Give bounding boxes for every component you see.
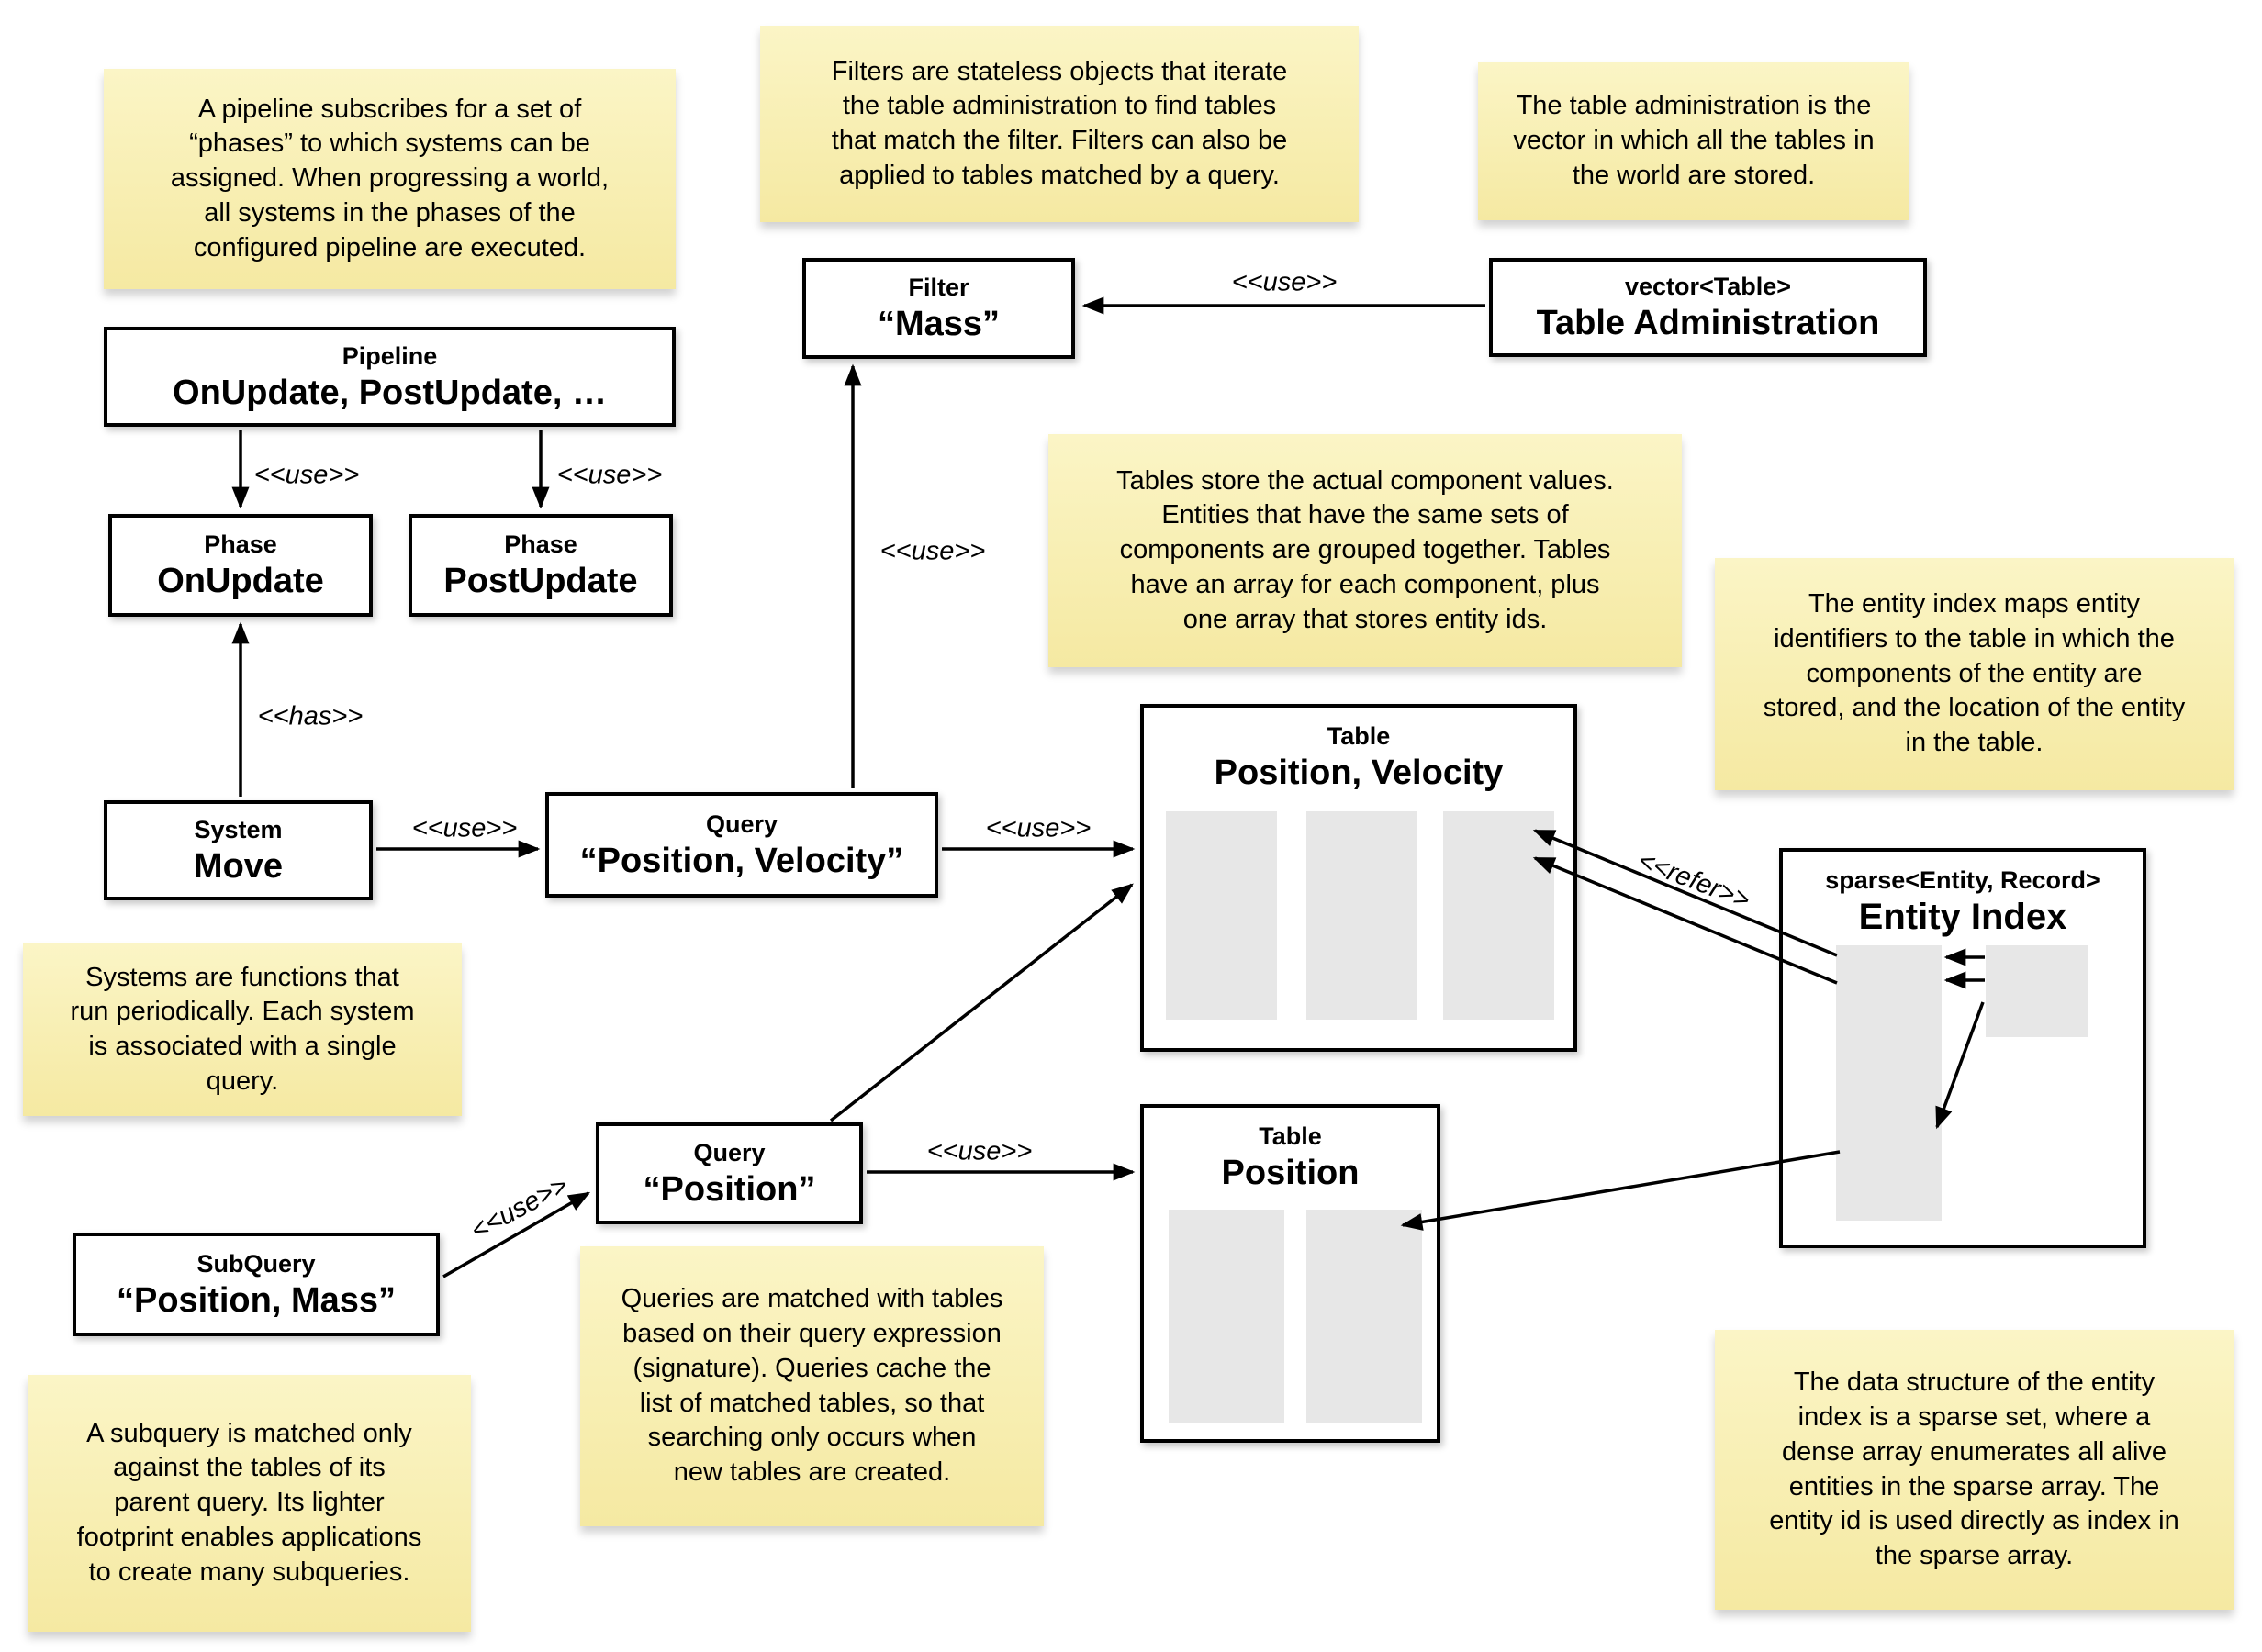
note-filters: Filters are stateless objects that itera… bbox=[760, 26, 1359, 222]
stereotype-use-querypos-tablepos: <<use>> bbox=[926, 1136, 1033, 1166]
box-query-position-velocity-title: “Position, Velocity” bbox=[579, 841, 904, 880]
box-table-position: Table Position bbox=[1140, 1104, 1440, 1443]
box-table-administration-type: vector<Table> bbox=[1624, 273, 1792, 300]
stereotype-use-pipeline-onupdate: <<use>> bbox=[253, 460, 360, 490]
stereotype-has-move-onupdate: <<has>> bbox=[257, 701, 364, 731]
arrow-entityindex-to-tablepos bbox=[1400, 1150, 1841, 1231]
box-entity-index-title: Entity Index bbox=[1858, 897, 2067, 937]
component-array-bar bbox=[1169, 1210, 1284, 1423]
box-table-position-type: Table bbox=[1259, 1122, 1322, 1150]
note-systems: Systems are functions that run periodica… bbox=[23, 943, 462, 1116]
box-pipeline: Pipeline OnUpdate, PostUpdate, … bbox=[104, 327, 676, 427]
box-subquery-position-mass-type: SubQuery bbox=[196, 1249, 316, 1278]
box-subquery-position-mass: SubQuery “Position, Mass” bbox=[73, 1233, 440, 1336]
box-query-position-velocity: Query “Position, Velocity” bbox=[545, 792, 938, 898]
box-entity-index: sparse<Entity, Record> Entity Index bbox=[1779, 848, 2146, 1248]
box-phase-postupdate: Phase PostUpdate bbox=[409, 514, 673, 617]
arrow-querypos-to-tablepv bbox=[829, 883, 1134, 1122]
box-table-position-velocity-title: Position, Velocity bbox=[1214, 753, 1504, 792]
box-filter-mass: Filter “Mass” bbox=[802, 258, 1075, 359]
note-sparse-set: The data structure of the entity index i… bbox=[1715, 1330, 2234, 1610]
stereotype-use-querypv-tablepv: <<use>> bbox=[985, 813, 1092, 843]
note-table-administration: The table administration is the vector i… bbox=[1478, 62, 1909, 220]
box-system-move: System Move bbox=[104, 800, 373, 900]
box-pipeline-type: Pipeline bbox=[342, 341, 438, 370]
component-array-bar bbox=[1306, 1210, 1422, 1423]
stereotype-use-move-query: <<use>> bbox=[411, 813, 518, 843]
box-query-position: Query “Position” bbox=[596, 1122, 863, 1224]
note-entity-index: The entity index maps entity identifiers… bbox=[1715, 558, 2234, 790]
box-phase-onupdate-type: Phase bbox=[204, 530, 277, 558]
stereotype-use-pipeline-postupdate: <<use>> bbox=[556, 460, 663, 490]
note-tables: Tables store the actual component values… bbox=[1048, 434, 1682, 667]
box-system-move-title: Move bbox=[193, 846, 284, 886]
box-phase-onupdate: Phase OnUpdate bbox=[108, 514, 373, 617]
note-queries: Queries are matched with tables based on… bbox=[580, 1246, 1044, 1526]
arrow-entityindex-refer-tablepv-1 bbox=[1532, 829, 1838, 957]
box-table-position-title: Position bbox=[1221, 1154, 1360, 1192]
arrow-entityindex-refer-tablepv-2 bbox=[1532, 856, 1838, 985]
box-query-position-type: Query bbox=[693, 1138, 766, 1166]
box-filter-mass-type: Filter bbox=[908, 273, 969, 301]
box-phase-onupdate-title: OnUpdate bbox=[157, 562, 324, 600]
box-query-position-velocity-type: Query bbox=[705, 809, 778, 838]
component-array-bar bbox=[1166, 811, 1277, 1020]
arrow-dense-to-sparse-diagonal bbox=[1935, 1001, 1985, 1130]
box-table-administration-title: Table Administration bbox=[1536, 304, 1880, 342]
box-query-position-title: “Position” bbox=[643, 1169, 816, 1209]
arrow-subquery-use-querypos bbox=[442, 1191, 591, 1278]
dense-array-bar bbox=[1986, 945, 2088, 1037]
box-filter-mass-title: “Mass” bbox=[877, 305, 1001, 343]
box-pipeline-title: OnUpdate, PostUpdate, … bbox=[173, 373, 607, 412]
stereotype-use-query-filter: <<use>> bbox=[879, 536, 986, 566]
note-pipeline: A pipeline subscribes for a set of “phas… bbox=[104, 69, 676, 289]
box-entity-index-type: sparse<Entity, Record> bbox=[1825, 866, 2100, 894]
box-phase-postupdate-type: Phase bbox=[504, 530, 577, 558]
box-table-administration: vector<Table> Table Administration bbox=[1489, 258, 1927, 357]
box-subquery-position-mass-title: “Position, Mass” bbox=[116, 1280, 397, 1320]
box-table-position-velocity: Table Position, Velocity bbox=[1140, 704, 1577, 1052]
box-system-move-type: System bbox=[194, 815, 283, 843]
stereotype-use-tableadmin-filter: <<use>> bbox=[1231, 267, 1338, 297]
box-phase-postupdate-title: PostUpdate bbox=[443, 562, 638, 600]
component-array-bar bbox=[1306, 811, 1417, 1020]
sparse-array-bar bbox=[1836, 945, 1942, 1221]
note-subquery: A subquery is matched only against the t… bbox=[28, 1375, 471, 1632]
box-table-position-velocity-type: Table bbox=[1327, 722, 1391, 750]
